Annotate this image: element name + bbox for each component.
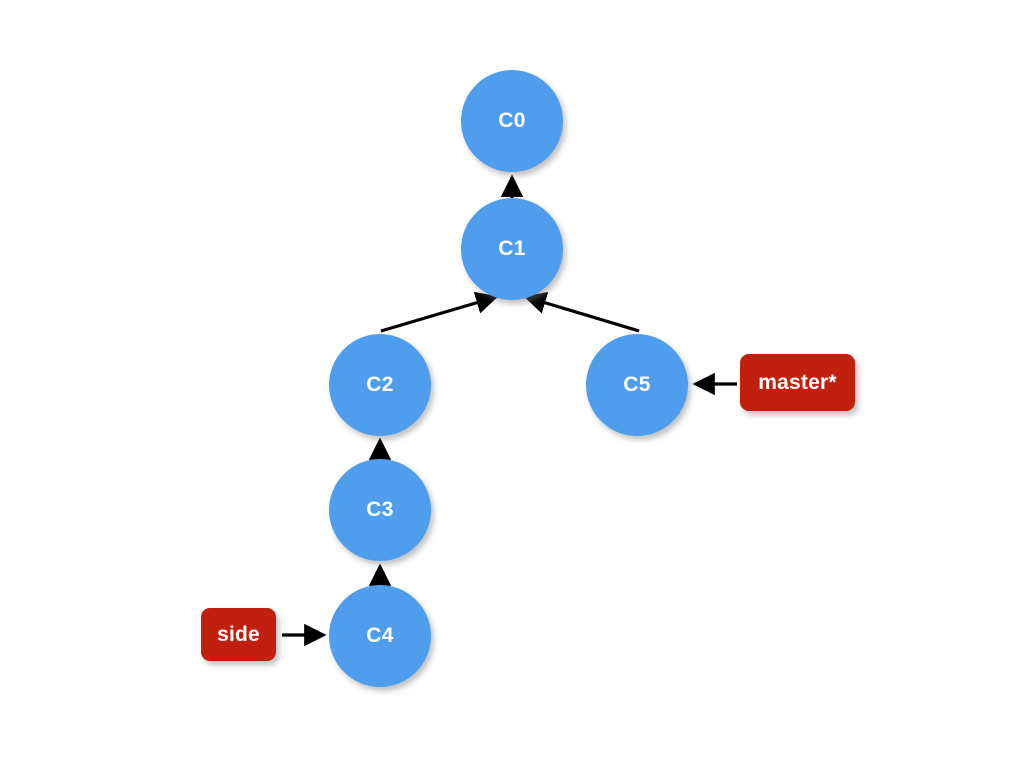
commit-label-c1: C1 (498, 237, 526, 260)
branch-tag-master[interactable]: master* (740, 354, 855, 411)
commit-node-c5[interactable]: C5 (586, 334, 688, 436)
branch-tag-side[interactable]: side (201, 608, 276, 661)
commit-label-c2: C2 (366, 373, 394, 396)
commit-label-c4: C4 (366, 624, 394, 647)
commit-label-c5: C5 (623, 373, 651, 396)
edge-c2-to-c1 (380, 291, 499, 333)
commit-node-c1[interactable]: C1 (461, 198, 563, 300)
commit-node-c2[interactable]: C2 (329, 334, 431, 436)
commit-node-c0[interactable]: C0 (461, 70, 563, 172)
commit-node-c4[interactable]: C4 (329, 585, 431, 687)
commit-label-c0: C0 (498, 109, 526, 132)
commit-label-c3: C3 (366, 498, 394, 521)
branch-tag-label-side: side (217, 622, 260, 646)
commit-node-c3[interactable]: C3 (329, 459, 431, 561)
edge-c5-to-c1 (523, 291, 640, 333)
branch-tag-label-master: master* (758, 370, 837, 394)
